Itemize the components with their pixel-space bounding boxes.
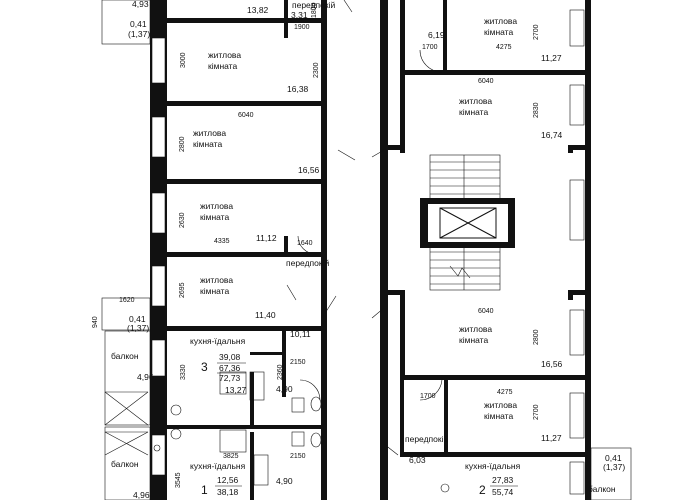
room-label-living: житлова [459,324,492,334]
dimension: 3000 [180,52,187,68]
room-area: 4,90 [276,476,293,486]
dimension: 4335 [214,238,230,245]
right-section-labels: 6,19 1700 житлова кімната 4275 2700 11,2… [405,16,625,497]
apartment-living-area: 12,56 [217,475,239,485]
room-area: 6,03 [409,455,426,465]
room-label-hallway: передпокій [286,258,329,268]
dimension: 940 [92,316,99,328]
dimension: 1620 [119,297,135,304]
left-section-walls [101,0,356,500]
balcony-label: балкон [588,484,616,494]
apartment-total-area: 55,74 [492,487,514,497]
apartment-total-area: 38,18 [217,487,239,497]
dimension: 2830 [533,102,540,118]
room-label-living: кімната [459,107,488,117]
balcony-label: балкон [111,351,139,361]
room-label-living: житлова [200,275,233,285]
room-label-living: житлова [484,400,517,410]
left-section-labels: 4,93 0,41 (1,37) 13,82 3,31 1900 1800 пе… [92,0,335,500]
balcony-area: 4,96 [133,490,150,500]
dimension: 6040 [478,78,494,85]
dimension: 6040 [478,308,494,315]
dimension: 2700 [533,24,540,40]
room-area: 13,82 [247,5,269,15]
room-label-living: житлова [200,201,233,211]
room-area: 10,11 [290,329,311,339]
dimension: 2360 [277,364,284,380]
room-area: 11,27 [541,433,562,443]
room-area: 13,27 [225,385,247,395]
dimension: 2150 [290,359,306,366]
balcony-ratio: 0,41 [130,19,147,29]
lift-shaft [420,198,515,248]
apartment-overall-area: 72,73 [219,373,241,383]
room-label-kitchen: кухня-їдальня [190,461,246,471]
dimension: 1700 [420,393,436,400]
room-area: 3,31 [291,10,308,20]
balcony-ratio-area: (1,37) [127,323,149,333]
room-label-living: кімната [459,335,488,345]
balcony-ratio: 0,41 [605,453,622,463]
room-label-hallway: передпокій [292,0,335,10]
dimension: 4275 [497,389,513,396]
room-area: 4,90 [276,384,293,394]
room-label-living: кімната [208,61,237,71]
dimension: 2695 [179,282,186,298]
balcony-area: 4,96 [137,372,154,382]
room-area: 16,56 [298,165,320,175]
room-label-living: житлова [208,50,241,60]
room-label-living: кімната [484,411,513,421]
central-core [380,0,591,500]
room-area: 11,12 [256,233,277,243]
dimension: 4275 [496,44,512,51]
dimension: 3545 [175,472,182,488]
balcony-label: балкон [111,459,139,469]
dimension: 6040 [238,112,254,119]
room-label-living: житлова [484,16,517,26]
room-area: 6,19 [428,30,445,40]
balcony-area: 4,93 [132,0,149,9]
dimension: 2300 [313,62,320,78]
balcony-ratio-area: (1,37) [128,29,150,39]
room-area: 16,38 [287,84,309,94]
balcony-ratio-area: (1,37) [603,462,625,472]
room-label-living: кімната [484,27,513,37]
right-section-walls [371,0,632,500]
room-area: 16,74 [541,130,563,140]
room-area: 11,27 [541,53,562,63]
dimension: 2800 [533,329,540,345]
dimension: 2630 [179,212,186,228]
balcony-ratio: 0,41 [129,314,146,324]
room-label-hallway: передпокій [405,434,448,444]
dimension: 3825 [223,453,239,460]
dimension: 1700 [422,44,438,51]
room-area: 16,56 [541,359,563,369]
dimension: 1800 [311,2,318,18]
dimension: 2700 [533,404,540,420]
room-label-living: кімната [200,212,229,222]
room-label-living: житлова [459,96,492,106]
dimension: 3330 [180,364,187,380]
room-label-living: житлова [193,128,226,138]
apartment-living-area: 39,08 [219,352,241,362]
room-area: 11,40 [255,310,276,320]
apartment-total-area: 67,36 [219,363,241,373]
apartment-number: 1 [201,483,208,497]
dimension: 1640 [297,240,313,247]
room-label-kitchen: кухня-їдальня [465,461,521,471]
room-label-kitchen: кухня-їдальня [190,336,246,346]
apartment-number: 2 [479,483,486,497]
dimension: 1900 [294,24,310,31]
apartment-number: 3 [201,360,208,374]
dimension: 2150 [290,453,306,460]
dimension: 2800 [179,136,186,152]
room-label-living: кімната [200,286,229,296]
apartment-living-area: 27,83 [492,475,514,485]
room-label-living: кімната [193,139,222,149]
